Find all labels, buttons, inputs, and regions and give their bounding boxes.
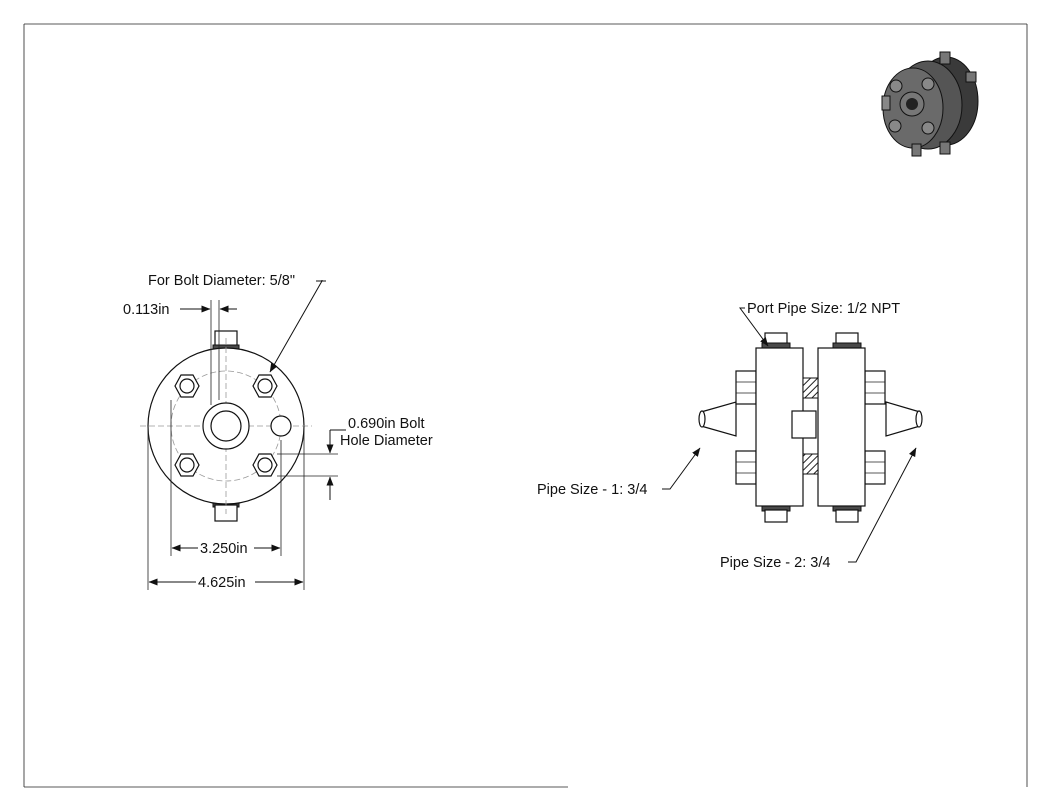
pipe-size-2-label: Pipe Size - 2: 3/4 — [720, 555, 830, 571]
pipe-stub-left — [698, 401, 737, 437]
port-pipe-size-label: Port Pipe Size: 1/2 NPT — [747, 301, 900, 317]
sheet-border — [23, 23, 1028, 788]
bolt-circle-dimension: 3.250in — [200, 541, 248, 557]
gasket-top — [802, 377, 819, 399]
bolt-nut-bottom-left — [174, 453, 200, 477]
gasket-bottom — [802, 453, 819, 475]
bottom-port-right — [832, 504, 862, 523]
pipe-bore — [210, 410, 242, 442]
bolt-diameter-note: For Bolt Diameter: 5/8" — [148, 273, 295, 289]
side-view: Port Pipe Size: 1/2 NPT Pipe Size - 1: 3… — [537, 301, 923, 571]
front-view: For Bolt Diameter: 5/8" 0.113in 0.690in … — [123, 273, 433, 591]
bolt-nut-top-right — [252, 374, 278, 398]
offset-dimension: 0.113in — [123, 302, 170, 318]
top-port-right — [832, 332, 862, 350]
bolt-nut-top-left — [174, 374, 200, 398]
outer-diameter-dimension: 4.625in — [198, 575, 246, 591]
bottom-port-left — [761, 504, 791, 523]
port-hole — [270, 415, 292, 437]
top-port-left — [761, 332, 791, 350]
orifice-plate — [791, 410, 817, 439]
hole-diameter-line1: 0.690in Bolt — [348, 416, 425, 432]
bolt-nut-bottom-right — [252, 453, 278, 477]
pipe-size-1-label: Pipe Size - 1: 3/4 — [537, 482, 647, 498]
flange-plate-right — [817, 347, 866, 507]
hole-diameter-line2: Hole Diameter — [340, 433, 433, 449]
pipe-stub-right — [885, 401, 923, 437]
isometric-view-thumbnail — [881, 51, 979, 157]
